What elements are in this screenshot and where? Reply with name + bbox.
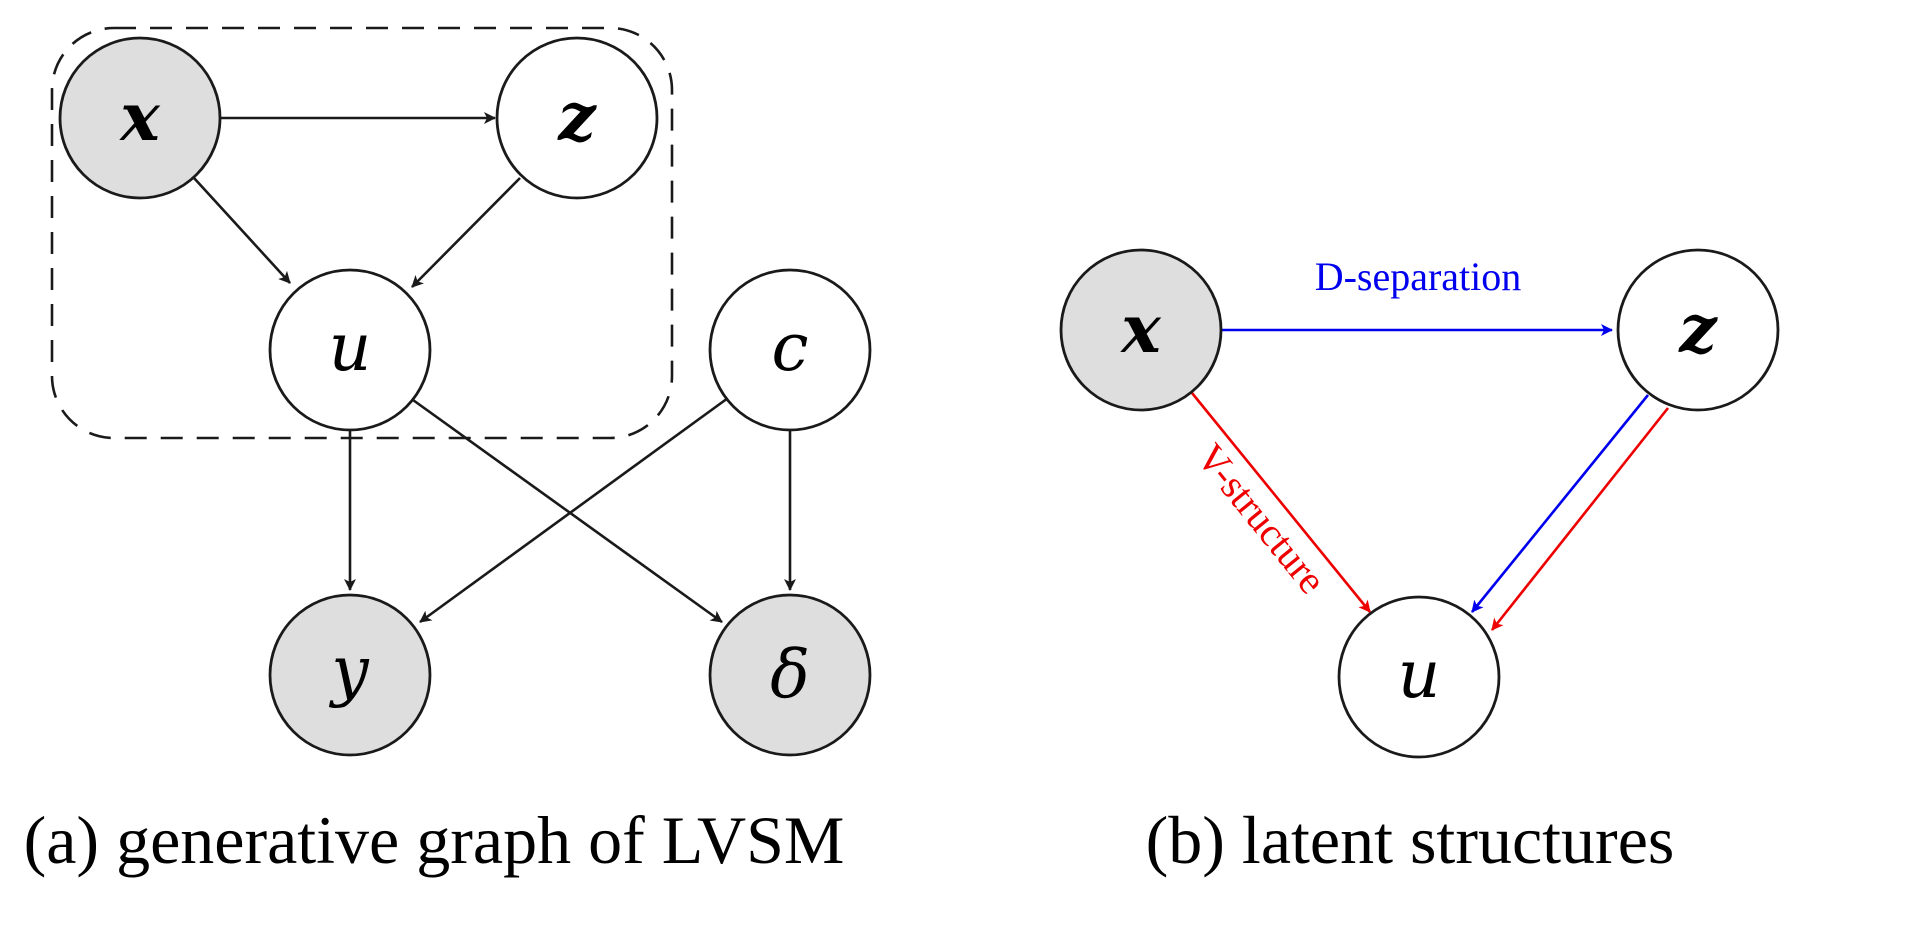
node-z: z [495,36,659,200]
plate-dashed [50,26,674,440]
caption-b: (b) latent structures [1146,802,1675,878]
svg-text:y: y [328,632,369,709]
svg-text:x: x [1119,290,1161,368]
node-x: x [58,36,222,200]
caption-a: (a) generative graph of LVSM [24,802,845,878]
node-b-z: z [1616,248,1780,412]
d-separation-label: D-separation [1315,254,1522,299]
edge-c-y [419,396,729,624]
edge-b-z-u-red [1490,407,1670,631]
panel-b: D-separation V-structure x z u (b) laten… [1059,248,1780,878]
node-delta: δ [708,593,872,757]
panel-a: x z u c y δ (a) generative graph of LVSM [24,26,872,878]
edge-x-u [193,177,291,284]
edge-u-delta [412,398,723,624]
node-y: y [268,593,432,757]
node-u: u [268,268,432,432]
edge-b-z-u-blue [1470,394,1650,613]
svg-text:u: u [329,309,372,386]
node-b-u: u [1337,595,1501,759]
svg-text:c: c [772,309,809,386]
svg-text:u: u [1398,636,1441,713]
edge-z-u [411,177,521,288]
svg-text:x: x [118,78,160,156]
node-c: c [708,268,872,432]
edge-b-x-u [1190,392,1372,613]
v-structure-label: V-structure [1188,435,1335,602]
node-b-x: x [1059,248,1223,412]
svg-text:δ: δ [770,636,810,713]
svg-text:z: z [557,78,597,156]
svg-text:z: z [1678,290,1718,368]
